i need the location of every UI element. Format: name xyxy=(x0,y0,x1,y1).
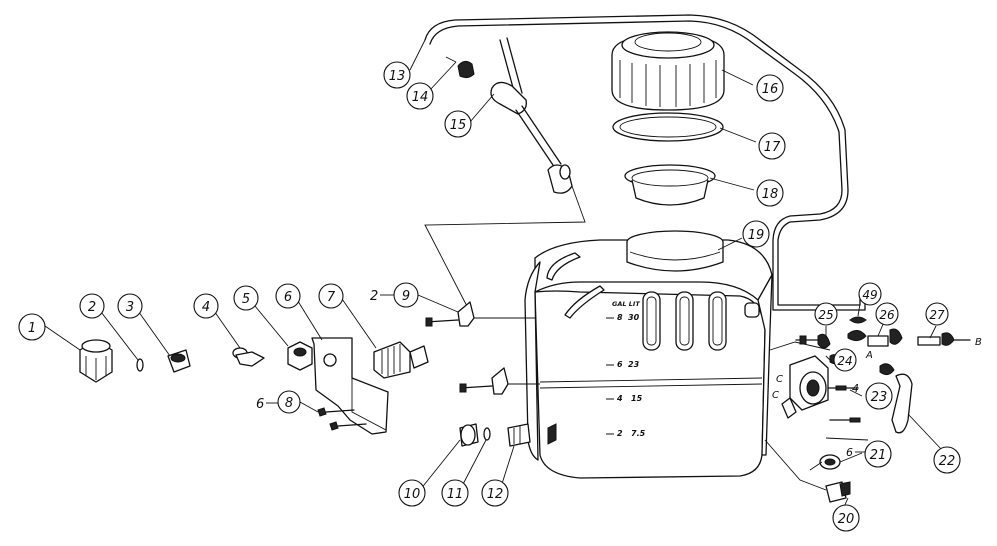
callout-label: 49 xyxy=(862,288,877,302)
callout-label: 21 xyxy=(870,448,887,463)
callout-c9: 9 xyxy=(393,282,419,308)
callout-c12: 12 xyxy=(481,479,509,507)
callout-label: 20 xyxy=(838,512,855,527)
callout-c11: 11 xyxy=(441,479,469,507)
callout-label: 25 xyxy=(818,308,833,322)
callout-label: 26 xyxy=(879,308,895,322)
scale-lit-30: 30 xyxy=(628,313,640,322)
callout-leaders xyxy=(44,39,943,517)
cap-gasket xyxy=(612,112,724,142)
callout-label: 16 xyxy=(762,82,779,97)
callout-c3: 3 xyxy=(117,293,143,319)
callout-label: 15 xyxy=(450,118,467,133)
callout-c21: 21 xyxy=(864,440,892,468)
scale-lit-15: 15 xyxy=(631,394,643,403)
sprayer-tank xyxy=(524,230,773,479)
callout-label: 7 xyxy=(327,290,336,305)
scale-lit-7.5: 7.5 xyxy=(631,429,646,438)
callout-c4: 4 xyxy=(193,293,219,319)
quantity-labels: 2 6 6 4 xyxy=(256,289,865,459)
callout-c14: 14 xyxy=(406,82,434,110)
strainer-basket xyxy=(624,164,716,206)
callout-label: 12 xyxy=(487,487,504,502)
callout-label: 13 xyxy=(389,69,406,84)
callout-c10: 10 xyxy=(398,479,426,507)
callout-c1: 1 xyxy=(18,313,46,341)
callout-label: 19 xyxy=(748,228,765,243)
callout-c26: 26 xyxy=(875,302,899,326)
callout-label: 1 xyxy=(28,321,36,336)
letter-c: C xyxy=(772,390,779,401)
latch-clips xyxy=(425,301,540,395)
callout-c23: 23 xyxy=(865,382,893,410)
drain-fittings xyxy=(459,423,557,447)
callout-label: 8 xyxy=(285,396,293,411)
callout-c5: 5 xyxy=(233,285,259,311)
callout-label: 10 xyxy=(404,487,421,502)
callout-c19: 19 xyxy=(742,220,770,248)
callout-c13: 13 xyxy=(383,61,411,89)
qty-23: 4 xyxy=(852,382,859,395)
callout-label: 6 xyxy=(284,290,292,305)
scale-gal-2: 2 xyxy=(617,429,623,438)
scale-header: GAL LIT xyxy=(612,300,640,308)
tank-volume-scale: GAL LIT 8 30 6 23 4 15 2 7.5 xyxy=(606,300,646,438)
tank-cap xyxy=(611,31,725,111)
callout-label: 27 xyxy=(929,308,945,322)
callout-label: 9 xyxy=(402,289,410,304)
callout-label: 11 xyxy=(447,487,464,502)
callout-label: 3 xyxy=(126,300,134,315)
callout-c6: 6 xyxy=(275,283,301,309)
left-fittings xyxy=(79,337,429,435)
callout-label: 2 xyxy=(88,300,96,315)
callout-label: 23 xyxy=(871,390,888,405)
qty-8: 6 xyxy=(256,397,264,412)
callout-label: 18 xyxy=(762,187,779,202)
callout-c27: 27 xyxy=(925,302,949,326)
callout-c2: 2 xyxy=(79,293,105,319)
callout-c17: 17 xyxy=(758,132,786,160)
qty-9: 2 xyxy=(370,289,378,304)
callout-label: 24 xyxy=(837,354,852,368)
callout-c24: 24 xyxy=(833,348,857,372)
callout-label: 17 xyxy=(764,140,781,155)
callout-label: 22 xyxy=(939,454,956,469)
callout-label: 5 xyxy=(242,292,250,307)
callout-c16: 16 xyxy=(756,74,784,102)
qty-21: 6 xyxy=(846,446,853,459)
scale-gal-4: 4 xyxy=(616,394,623,403)
valve-assembly xyxy=(764,316,971,503)
callout-c7: 7 xyxy=(318,283,344,309)
callout-label: 14 xyxy=(412,90,429,105)
callout-label: 4 xyxy=(202,300,210,315)
callout-c8: 8 xyxy=(277,390,301,414)
connection-letters: A B C C xyxy=(772,337,982,401)
letter-a: A xyxy=(865,350,873,361)
scale-gal-6: 6 xyxy=(617,360,623,369)
scale-gal-8: 8 xyxy=(617,313,623,322)
callout-c20: 20 xyxy=(832,504,860,532)
letter-c-top: C xyxy=(776,374,783,385)
letter-b: B xyxy=(975,337,982,348)
return-hose xyxy=(424,14,866,311)
callout-c22: 22 xyxy=(933,446,961,474)
callout-c25: 25 xyxy=(814,302,838,326)
callout-c15: 15 xyxy=(444,110,472,138)
callout-c49: 49 xyxy=(858,282,882,306)
scale-lit-23: 23 xyxy=(628,360,640,369)
callout-c18: 18 xyxy=(756,179,784,207)
